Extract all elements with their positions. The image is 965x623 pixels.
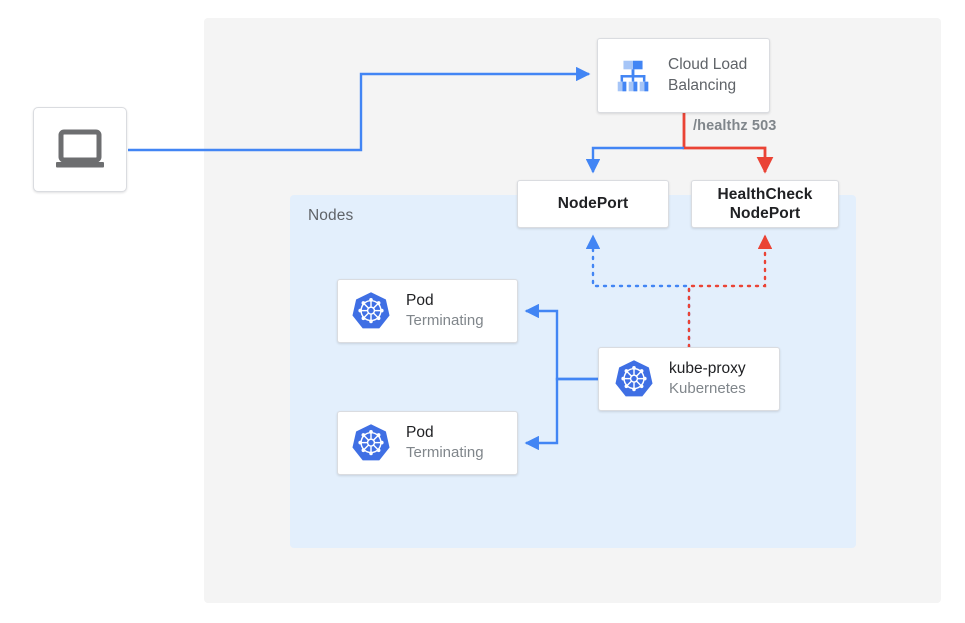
kubernetes-icon xyxy=(352,292,390,329)
nodes-panel-label: Nodes xyxy=(308,207,354,224)
cloud-load-balancing-label-line1: Cloud Load xyxy=(668,55,748,73)
kube-proxy-title: kube-proxy xyxy=(669,360,746,378)
healthcheck-nodeport-label-line1: HealthCheck xyxy=(717,185,813,203)
healthcheck-nodeport-label-line2: NodePort xyxy=(729,205,801,222)
healthcheck-nodeport-card: HealthCheck NodePort xyxy=(691,180,839,228)
healthcheck-nodeport-label: HealthCheck NodePort xyxy=(718,185,813,224)
pod-card-1-text: Pod Terminating xyxy=(406,291,484,331)
kube-proxy-subtitle: Kubernetes xyxy=(669,380,746,398)
pod-card-1: Pod Terminating xyxy=(337,279,518,343)
cloud-load-balancing-label-line2: Balancing xyxy=(668,76,737,94)
cloud-load-balancing-card: Cloud Load Balancing xyxy=(597,38,770,113)
nodeport-label: NodePort xyxy=(557,195,629,213)
pod-card-1-title: Pod xyxy=(406,292,434,310)
nodeport-card: NodePort xyxy=(517,180,669,228)
healthz-status-label: /healthz 503 xyxy=(693,118,777,134)
pod-card-2-text: Pod Terminating xyxy=(406,423,484,463)
pod-card-2-status: Terminating xyxy=(406,444,484,462)
pod-card-2: Pod Terminating xyxy=(337,411,518,475)
pod-card-2-title: Pod xyxy=(406,424,434,442)
client-device-card xyxy=(33,107,127,192)
kubernetes-icon xyxy=(352,424,390,461)
kube-proxy-card: kube-proxy Kubernetes xyxy=(598,347,780,411)
kube-proxy-text: kube-proxy Kubernetes xyxy=(669,359,746,399)
cloud-load-balancing-icon xyxy=(617,60,649,91)
kubernetes-icon xyxy=(615,360,653,397)
laptop-icon xyxy=(56,129,104,167)
pod-card-1-status: Terminating xyxy=(406,312,484,330)
cloud-load-balancing-label: Cloud Load Balancing xyxy=(668,55,747,97)
